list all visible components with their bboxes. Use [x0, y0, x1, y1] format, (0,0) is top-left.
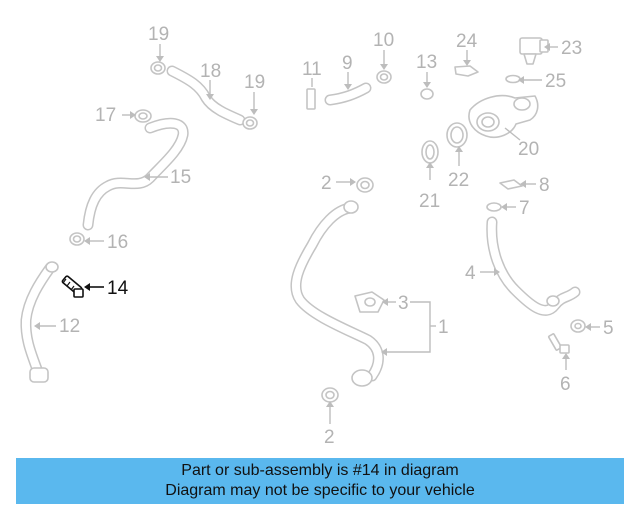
- callout-10: 10: [373, 30, 394, 51]
- clamp-2-lower: [321, 387, 339, 403]
- clamp-19-left: [150, 61, 166, 75]
- banner-line-part: Part or sub-assembly is #14 in diagram: [181, 462, 459, 479]
- callout-14: 14: [107, 278, 129, 299]
- hose-18: [166, 65, 246, 126]
- fitting-11: [306, 88, 316, 110]
- clamp-2-upper: [356, 177, 374, 193]
- clamp-16: [69, 232, 85, 246]
- o-ring-25: [505, 74, 521, 84]
- washer-13: [420, 88, 434, 100]
- bracket-3: [354, 291, 385, 313]
- callout-7: 7: [519, 198, 530, 219]
- callout-19-left: 19: [148, 24, 169, 45]
- housing-20: [468, 94, 539, 139]
- bolt-6: [547, 333, 570, 354]
- callout-16: 16: [107, 232, 128, 253]
- washer-7: [486, 202, 502, 212]
- callout-3: 3: [398, 293, 409, 314]
- banner-line-disclaimer: Diagram may not be specific to your vehi…: [165, 482, 475, 499]
- callout-15: 15: [170, 167, 191, 188]
- parts-diagram: 19 18 19 17 15 16 14 12 11 9 10 13 24 23…: [20, 24, 614, 448]
- callout-24: 24: [456, 31, 478, 52]
- pipe-12: [20, 261, 59, 383]
- callout-6: 6: [560, 374, 571, 395]
- callout-2-lower: 2: [324, 427, 335, 448]
- bracket-24: [454, 65, 479, 77]
- info-banner: Part or sub-assembly is #14 in diagram D…: [16, 458, 624, 504]
- pipe-4: [486, 216, 581, 316]
- clip-8: [499, 179, 523, 190]
- gasket-22: [446, 122, 468, 148]
- clamp-17: [134, 109, 152, 123]
- callout-21: 21: [419, 191, 440, 212]
- callout-labels: 19 18 19 17 15 16 14 12 11 9 10 13 24 23…: [59, 24, 614, 448]
- callout-12: 12: [59, 316, 80, 337]
- callout-18: 18: [200, 61, 221, 82]
- nut-5: [570, 319, 586, 333]
- callout-22: 22: [448, 170, 469, 191]
- pipe-15: [82, 117, 189, 231]
- callout-25: 25: [545, 71, 566, 92]
- hose-9: [324, 82, 372, 106]
- clamp-10: [376, 70, 392, 84]
- callout-19-right: 19: [244, 72, 265, 93]
- pipe-1: [290, 200, 384, 387]
- callout-9: 9: [342, 53, 353, 74]
- callout-23: 23: [561, 38, 582, 59]
- leader-lines: [34, 43, 600, 424]
- callout-5: 5: [603, 318, 614, 339]
- callout-17: 17: [95, 105, 116, 126]
- sensor-23: [519, 37, 549, 65]
- bolt-14: [61, 275, 84, 298]
- callout-8: 8: [539, 175, 550, 196]
- callout-1: 1: [438, 317, 449, 338]
- callout-20: 20: [518, 139, 539, 160]
- callout-4: 4: [465, 263, 476, 284]
- clamp-19-right: [242, 116, 258, 130]
- callout-11: 11: [302, 59, 322, 80]
- gasket-21: [421, 140, 439, 164]
- callout-13: 13: [416, 52, 437, 73]
- callout-2-upper: 2: [321, 173, 332, 194]
